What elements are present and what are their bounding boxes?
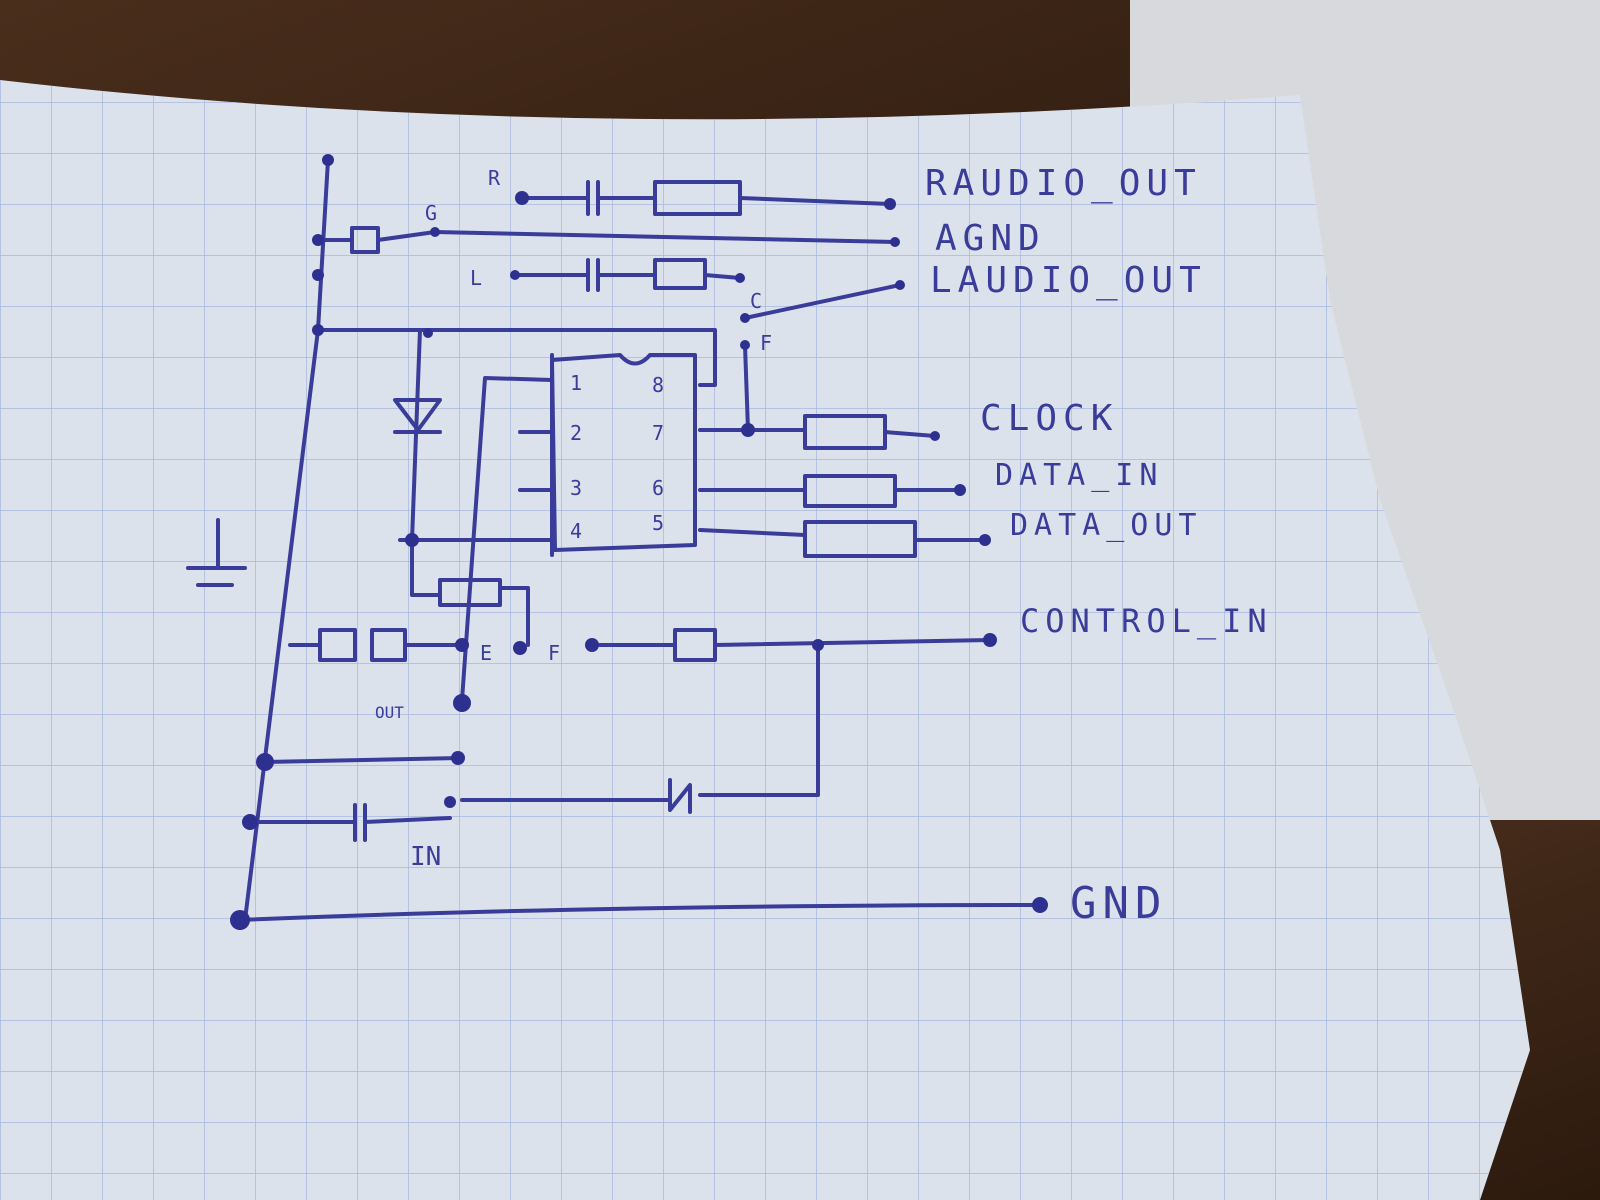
label-clock: CLOCK	[980, 398, 1118, 439]
label-raudio-out: RAUDIO_OUT	[925, 163, 1202, 204]
label-laudio-out: LAUDIO_OUT	[930, 260, 1207, 301]
net-labels: RAUDIO_OUT AGND LAUDIO_OUT CLOCK DATA_IN…	[925, 163, 1273, 929]
chip-pin-5: 5	[652, 511, 664, 535]
chip-pin-2: 2	[570, 421, 582, 445]
chip-pin-6: 6	[652, 476, 664, 500]
chip-pin-8: 8	[652, 373, 664, 397]
chip-pin-4: 4	[570, 519, 582, 543]
label-f: F	[760, 331, 772, 355]
label-g: G	[425, 201, 437, 225]
label-l: L	[470, 266, 482, 290]
label-control-in: CONTROL_IN	[1020, 602, 1273, 640]
component-labels: R G L C F E F OUT IN 1 2 3 4 8 7 6 5	[375, 166, 772, 872]
chip-pin-3: 3	[570, 476, 582, 500]
wires	[186, 158, 1042, 922]
chip-pin-7: 7	[652, 421, 664, 445]
junction-dots	[230, 154, 1048, 930]
label-out: OUT	[375, 703, 404, 722]
label-in: IN	[410, 842, 441, 872]
label-r: R	[488, 166, 501, 190]
label-e: E	[480, 641, 492, 665]
label-data-in: DATA_IN	[995, 458, 1163, 493]
chip-pin-1: 1	[570, 371, 582, 395]
label-gnd: GND	[1070, 878, 1167, 929]
label-agnd: AGND	[935, 218, 1046, 259]
label-f-bottom: F	[548, 641, 560, 665]
graph-paper	[0, 80, 1530, 1200]
label-c: C	[750, 289, 762, 313]
label-data-out: DATA_OUT	[1010, 508, 1203, 543]
